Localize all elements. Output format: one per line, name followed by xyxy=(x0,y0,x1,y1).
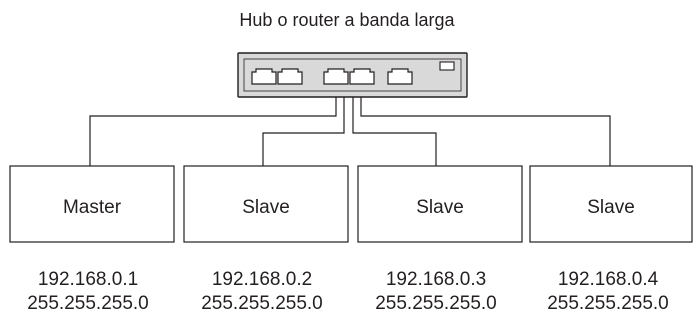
device-name-slave-3: Slave xyxy=(587,197,635,218)
address-block-slave-3: 192.168.0.4 255.255.255.0 xyxy=(523,268,693,316)
device-box-slave-1 xyxy=(183,165,349,243)
cable-slave-2 xyxy=(352,97,437,166)
address-block-slave-1: 192.168.0.2 255.255.255.0 xyxy=(177,268,347,316)
subnet-mask: 255.255.255.0 xyxy=(201,293,323,314)
hub-ports xyxy=(251,68,413,85)
hub-port-3 xyxy=(323,68,349,85)
device-box-master xyxy=(9,165,175,243)
device-name-master: Master xyxy=(62,197,122,218)
cable-slave-3 xyxy=(360,97,611,166)
ip-address: 192.168.0.2 xyxy=(211,269,313,290)
hub-port-5 xyxy=(387,68,413,85)
address-block-master: 192.168.0.1 255.255.255.0 xyxy=(3,268,173,316)
cable-master xyxy=(89,97,337,166)
ip-address: 192.168.0.1 xyxy=(37,269,139,290)
cables xyxy=(89,97,611,166)
ip-address: 192.168.0.3 xyxy=(385,269,487,290)
address-block-slave-2: 192.168.0.3 255.255.255.0 xyxy=(351,268,521,316)
hub-led-icon xyxy=(439,61,455,71)
hub-port-4 xyxy=(349,68,375,85)
hub-faceplate xyxy=(243,58,462,92)
subnet-mask: 255.255.255.0 xyxy=(547,293,669,314)
subnet-mask: 255.255.255.0 xyxy=(27,293,149,314)
hub-port-2 xyxy=(277,68,303,85)
device-box-slave-3 xyxy=(529,165,693,243)
hub-title: Hub o router a banda larga xyxy=(239,10,455,30)
device-box-slave-2 xyxy=(357,165,523,243)
hub-router-icon xyxy=(237,52,468,98)
device-name-slave-2: Slave xyxy=(416,197,464,218)
device-name-slave-1: Slave xyxy=(242,197,290,218)
hub-port-1 xyxy=(251,68,277,85)
subnet-mask: 255.255.255.0 xyxy=(375,293,497,314)
ip-address: 192.168.0.4 xyxy=(557,269,659,290)
cable-slave-1 xyxy=(262,97,345,166)
